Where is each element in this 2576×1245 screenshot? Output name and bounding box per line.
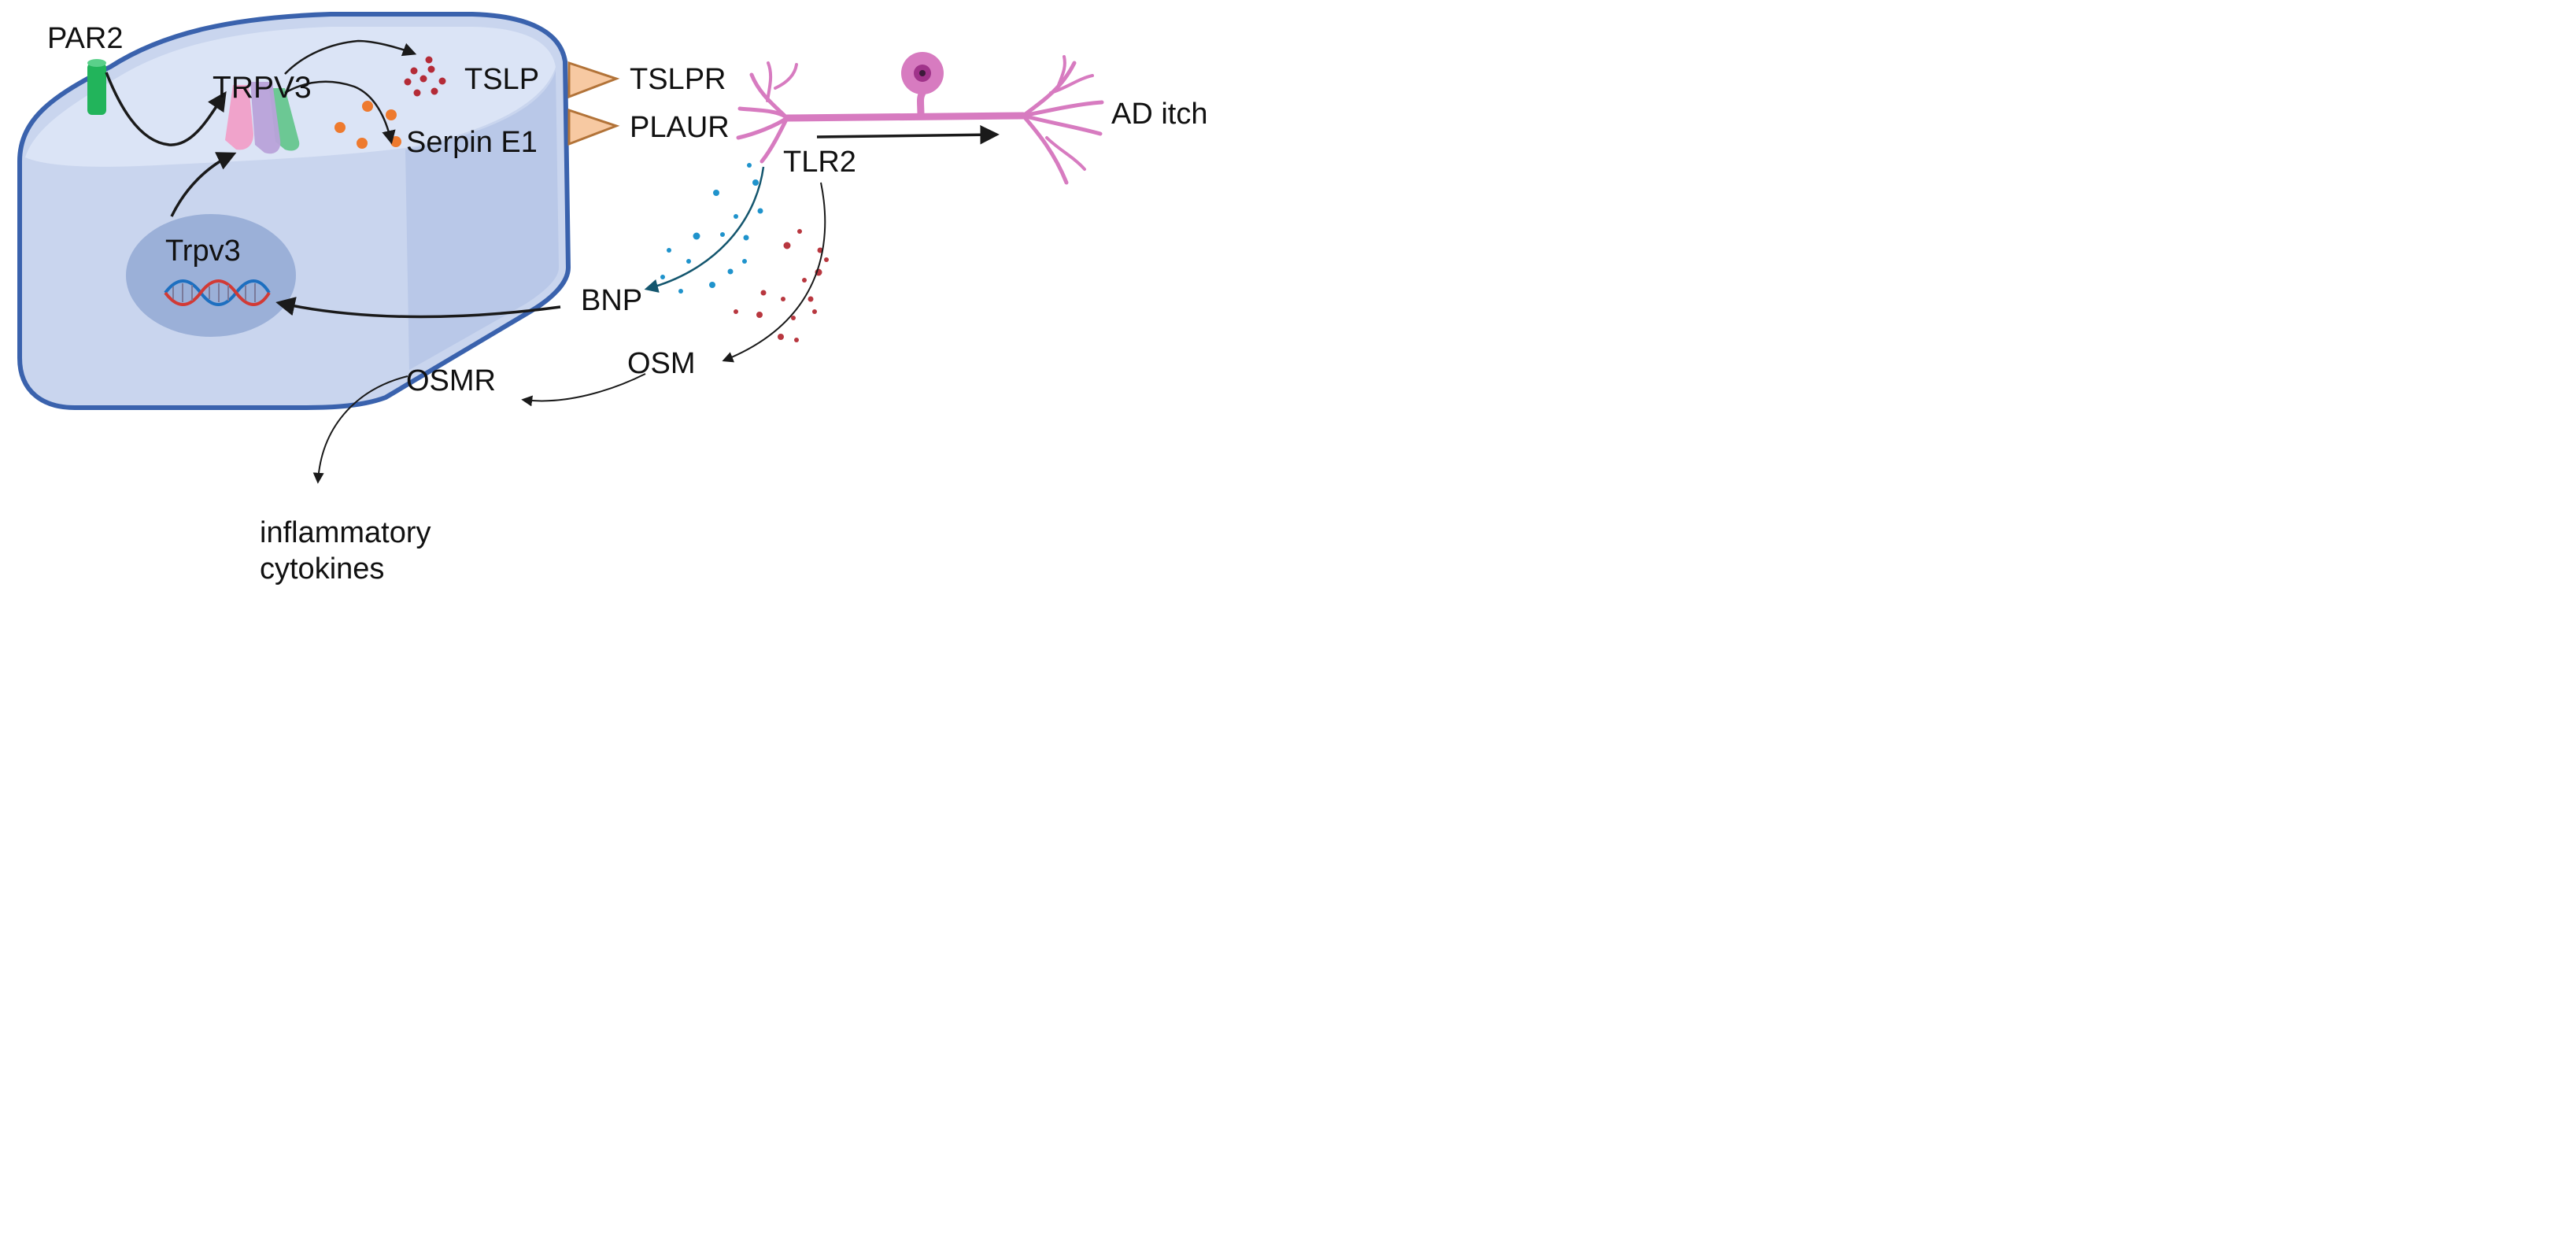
arrow-gene-to-trpv3	[170, 152, 237, 217]
pathway-arrows	[105, 39, 1000, 484]
label-ad-itch: AD itch	[1111, 98, 1208, 131]
cell-top-face	[25, 27, 556, 167]
serpin-e1-molecules	[334, 101, 401, 149]
label-trpv3-gene: Trpv3	[165, 235, 241, 268]
cell-right-face	[405, 71, 559, 370]
label-osmr: OSMR	[406, 364, 496, 397]
nucleus	[126, 214, 296, 337]
arrow-bnp-to-nucleus	[275, 297, 561, 319]
dna-icon	[164, 279, 271, 306]
arrow-osmr-to-cytokines	[312, 375, 408, 484]
label-par2: PAR2	[47, 22, 124, 55]
label-serpin-e1: Serpin E1	[406, 126, 538, 159]
sensory-neuron-icon	[736, 55, 1104, 185]
par2-receptor-icon	[87, 59, 106, 115]
label-bnp: BNP	[581, 284, 643, 317]
label-inflammatory-cytokines: inflammatory cytokines	[260, 516, 431, 586]
label-plaur: PLAUR	[630, 111, 730, 144]
tslp-molecules	[404, 56, 446, 97]
pathway-diagram	[17, 12, 1104, 484]
arrow-neuron-to-bnp	[644, 166, 765, 293]
label-osm: OSM	[627, 347, 696, 380]
label-tslp: TSLP	[464, 63, 540, 96]
arrow-osm-to-osmr	[521, 373, 646, 407]
trpv3-channel-icon	[225, 82, 300, 154]
label-tslpr: TSLPR	[630, 63, 726, 96]
label-tlr2: TLR2	[783, 146, 856, 179]
plaur-receptor-icon	[567, 108, 620, 146]
arrow-par2-to-trpv3	[105, 72, 227, 146]
tslpr-receptor-icon	[567, 61, 620, 99]
arrow-tlr2-to-osm	[722, 182, 826, 363]
arrow-trpv3-to-serpin	[284, 80, 396, 145]
bnp-molecules	[660, 163, 763, 294]
arrow-trpv3-to-tslp	[284, 39, 417, 75]
neuron-soma-icon	[901, 52, 944, 94]
arrow-neuron-to-itch	[816, 125, 1000, 145]
label-trpv3-channel: TRPV3	[213, 71, 312, 105]
